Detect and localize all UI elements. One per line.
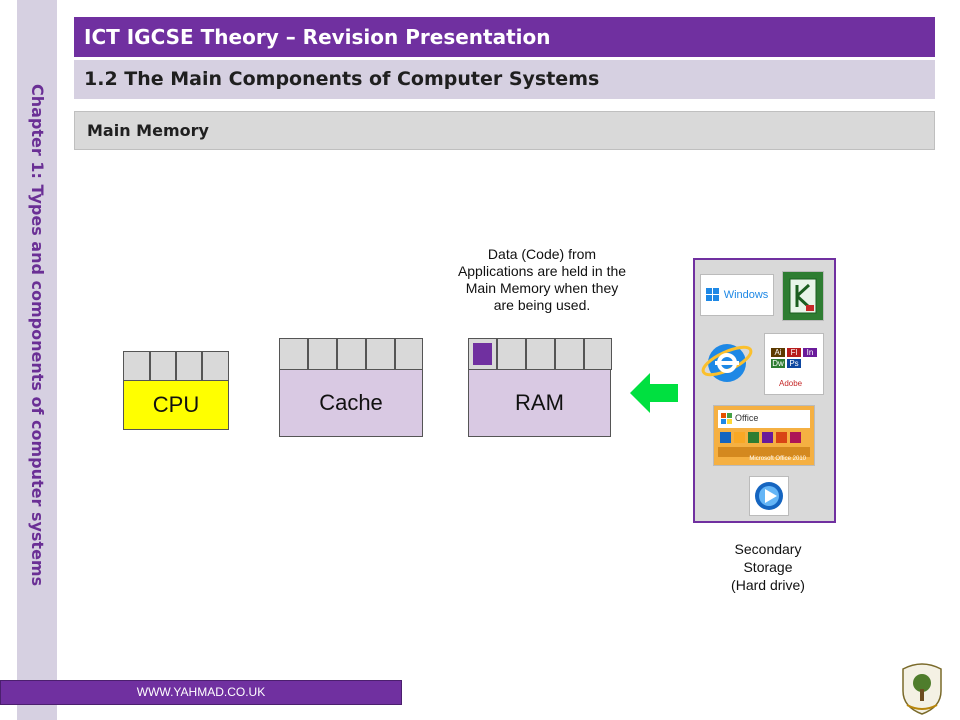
internet-explorer-icon xyxy=(697,333,757,391)
section-heading-bar: Main Memory xyxy=(74,111,935,150)
office-footer-strip: Microsoft Office 2010 xyxy=(718,447,810,462)
ram-cells xyxy=(468,338,612,370)
note-line: are being used. xyxy=(493,297,591,313)
ie-logo-icon xyxy=(701,344,753,382)
kaspersky-box-icon xyxy=(789,278,817,314)
office-caption: Microsoft Office 2010 xyxy=(749,456,806,462)
ram-cell xyxy=(526,338,555,370)
main-memory-note: Data (Code) from Applications are held i… xyxy=(432,246,652,314)
note-line: Data (Code) from xyxy=(487,246,597,262)
word-icon xyxy=(720,432,731,443)
cache-cell xyxy=(337,338,366,370)
cache-cell xyxy=(395,338,423,370)
ram-block: RAM xyxy=(468,369,611,437)
storage-label-line: Secondary xyxy=(734,541,802,557)
topic-subtitle: 1.2 The Main Components of Computer Syst… xyxy=(84,68,600,90)
ram-cell-active xyxy=(468,338,497,370)
adobe-label: Adobe xyxy=(779,379,803,388)
flash-icon: Fl xyxy=(787,348,801,357)
presentation-title-bar: ICT IGCSE Theory – Revision Presentation xyxy=(74,17,935,57)
note-line: Main Memory when they xyxy=(465,280,619,296)
excel-icon xyxy=(748,432,759,443)
windows-label: Windows xyxy=(723,289,769,301)
windows-logo-icon: Windows xyxy=(700,274,774,316)
outlook-icon xyxy=(734,432,745,443)
cpu-register-cell xyxy=(150,351,176,381)
cache-block: Cache xyxy=(279,369,423,437)
cache-label: Cache xyxy=(319,390,383,415)
cpu-register-cell xyxy=(123,351,150,381)
powerpoint-icon xyxy=(776,432,787,443)
cpu-registers xyxy=(123,351,229,381)
microsoft-office-icon: Office Microsoft Office 2010 xyxy=(713,405,815,466)
cache-cell xyxy=(366,338,395,370)
ram-cell xyxy=(555,338,584,370)
dreamweaver-icon: Dw xyxy=(771,359,785,368)
cache-cells xyxy=(279,338,423,370)
media-player-icon xyxy=(749,476,789,516)
office-logo-icon xyxy=(721,413,732,424)
office-brand-strip: Office xyxy=(718,410,810,428)
cpu-block: CPU xyxy=(123,380,229,430)
cache-cell xyxy=(308,338,337,370)
secondary-storage-label: Secondary Storage (Hard drive) xyxy=(700,540,836,594)
cpu-register-cell xyxy=(176,351,202,381)
footer-bar: WWW.YAHMAD.CO.UK xyxy=(0,680,402,705)
cpu-register-cell xyxy=(202,351,229,381)
ram-cell xyxy=(584,338,612,370)
play-icon xyxy=(755,482,783,510)
photoshop-icon: Ps xyxy=(787,359,801,368)
office-brand-label: Office xyxy=(735,413,759,423)
left-arrow-icon xyxy=(630,373,678,413)
illustrator-icon: Ai xyxy=(771,348,785,357)
school-crest-icon xyxy=(902,663,942,715)
section-heading: Main Memory xyxy=(87,121,209,140)
storage-label-line: Storage xyxy=(743,559,793,575)
office-app-row xyxy=(720,432,808,443)
cache-cell xyxy=(279,338,308,370)
ram-cell xyxy=(497,338,526,370)
cpu-label: CPU xyxy=(152,392,200,417)
footer-url[interactable]: WWW.YAHMAD.CO.UK xyxy=(136,685,266,699)
ram-label: RAM xyxy=(515,390,564,415)
ram-active-data-marker xyxy=(473,343,492,365)
adobe-app-grid: Ai Fl In Dw Ps xyxy=(771,348,817,368)
indesign-icon: In xyxy=(803,348,817,357)
publisher-icon xyxy=(790,432,801,443)
storage-label-line: (Hard drive) xyxy=(731,577,805,593)
windows-flag-icon xyxy=(705,288,719,301)
onenote-icon xyxy=(762,432,773,443)
chapter-label: Chapter 1: Types and components of compu… xyxy=(28,84,47,587)
note-line: Applications are held in the xyxy=(457,263,627,279)
chapter-sidebar xyxy=(17,0,57,720)
presentation-title: ICT IGCSE Theory – Revision Presentation xyxy=(84,25,551,49)
topic-subtitle-bar: 1.2 The Main Components of Computer Syst… xyxy=(74,60,935,99)
kaspersky-icon xyxy=(782,271,824,321)
adobe-suite-icon: Ai Fl In Dw Ps Adobe xyxy=(764,333,824,395)
